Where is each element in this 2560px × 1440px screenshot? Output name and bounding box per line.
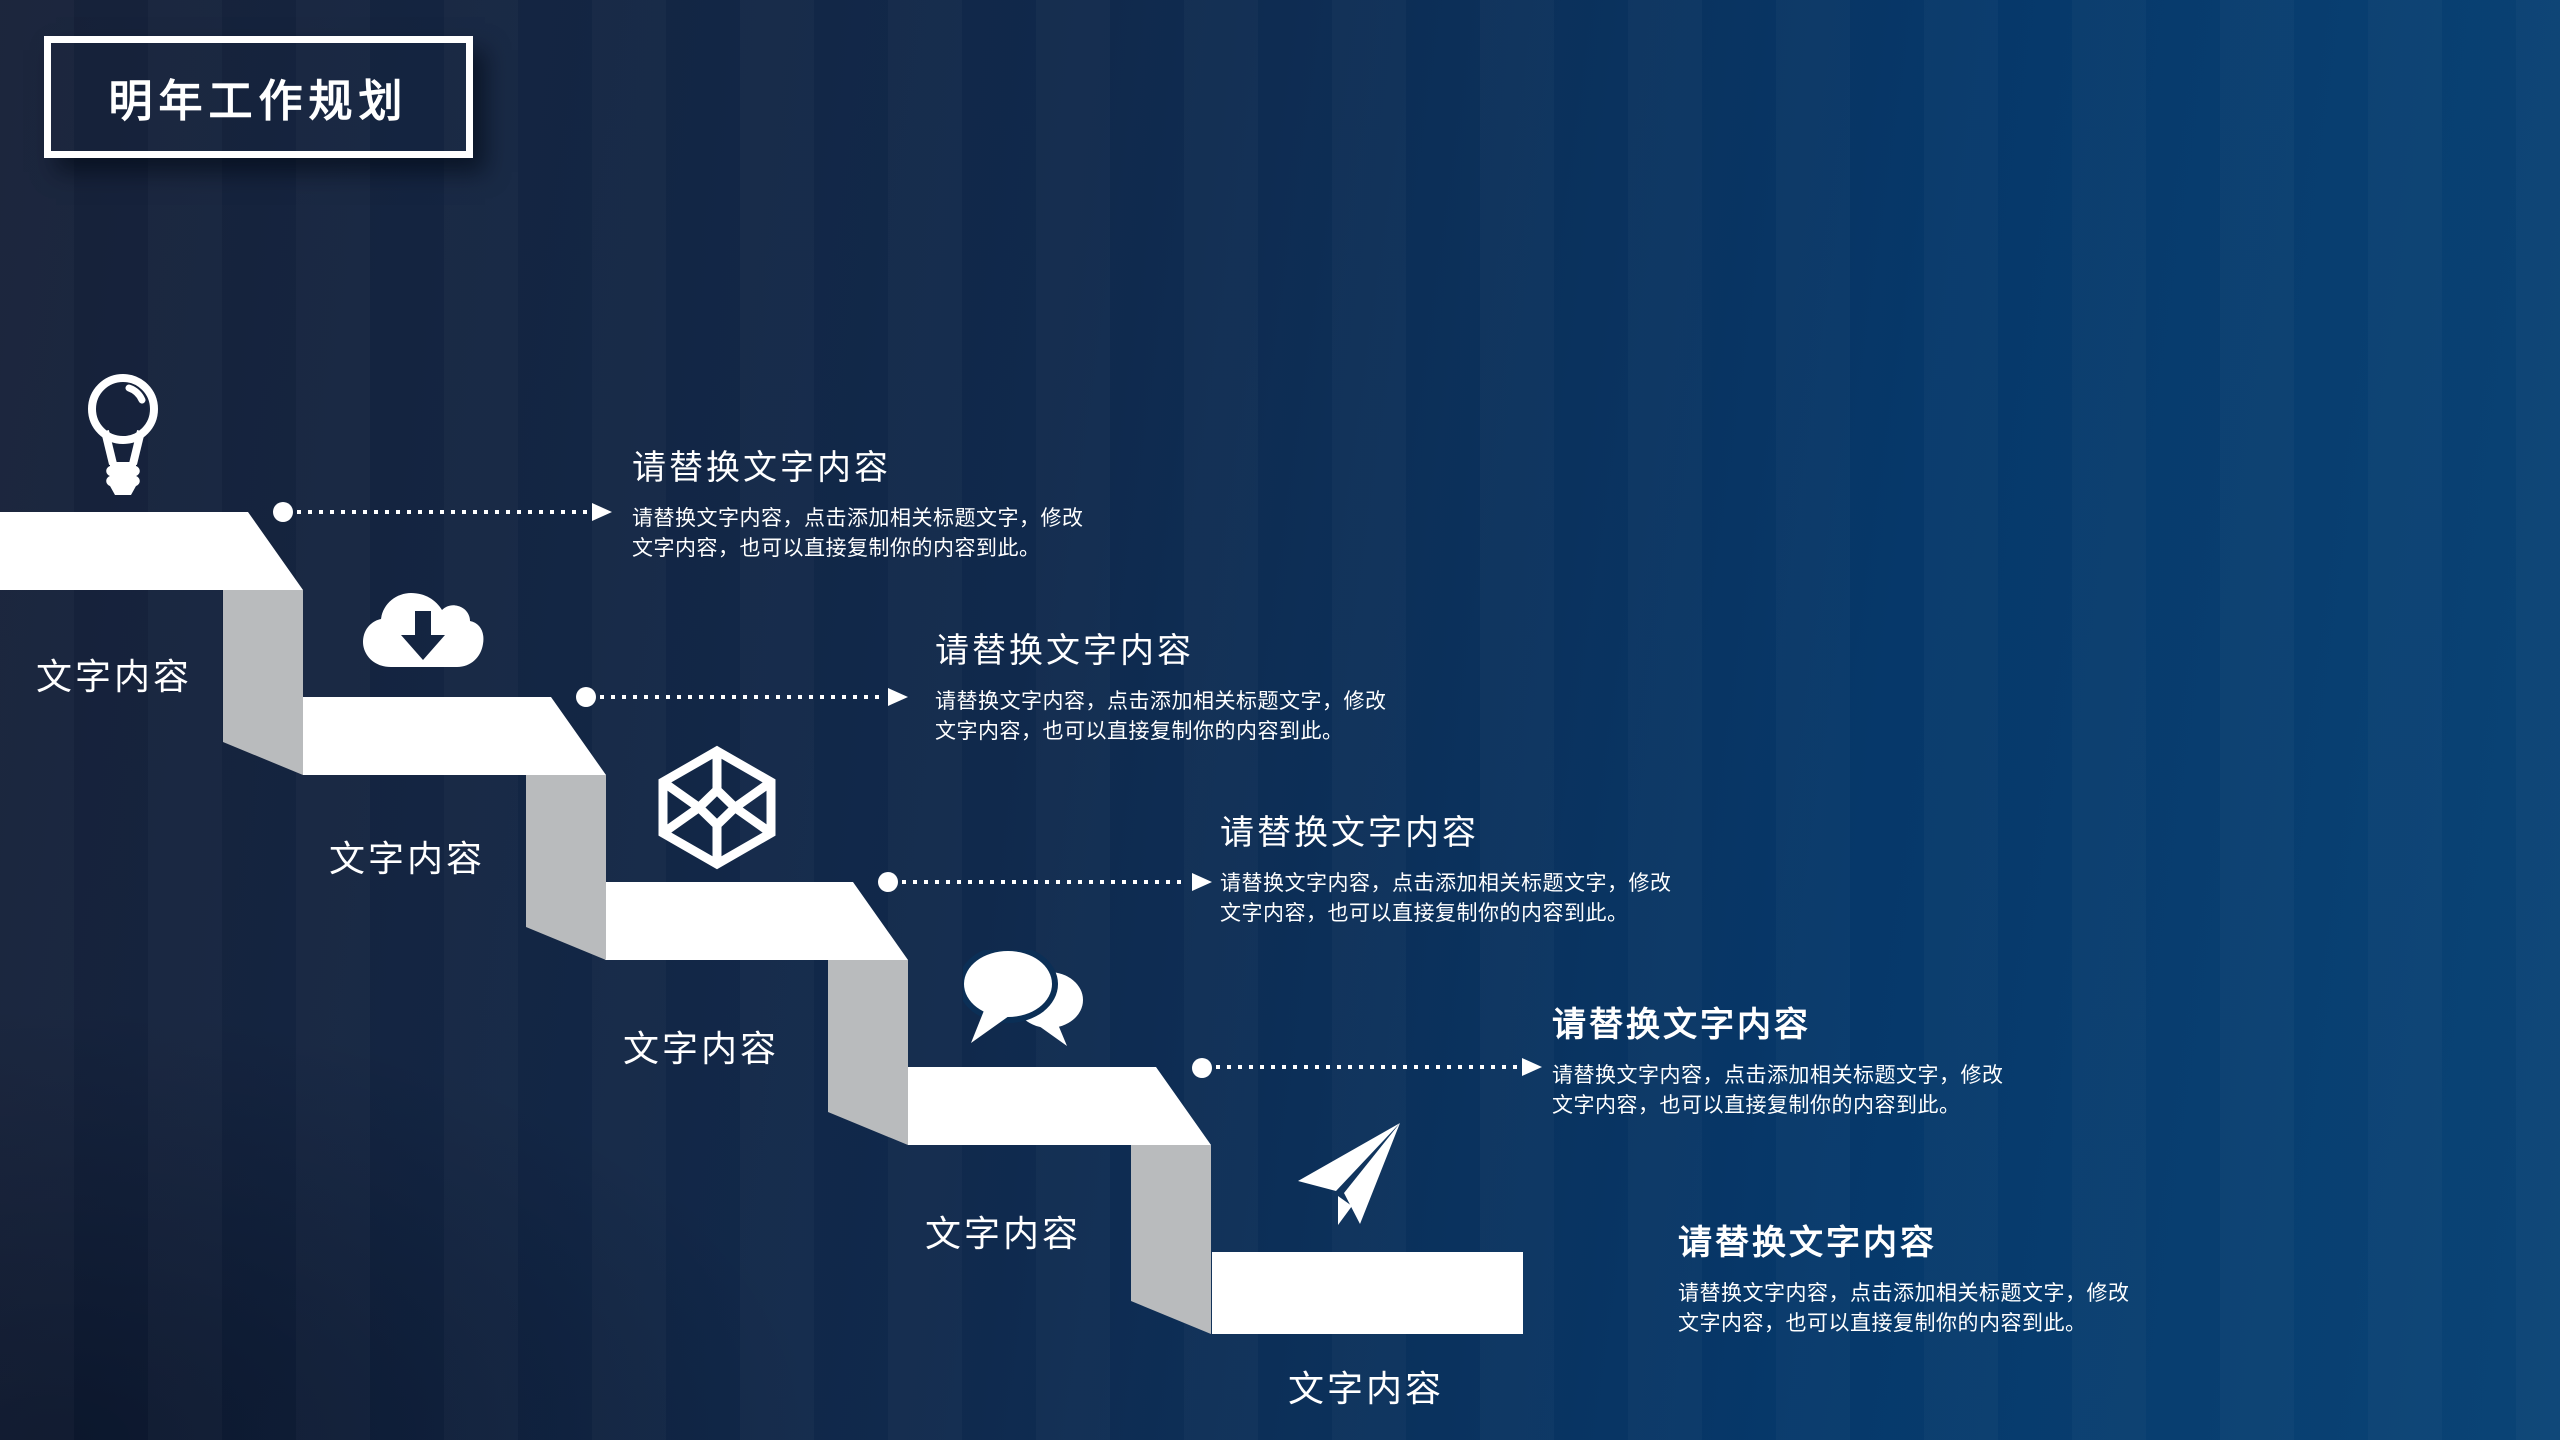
step-heading: 请替换文字内容 bbox=[1220, 814, 1479, 852]
step-description-line2: 文字内容，也可以直接复制你的内容到此。 bbox=[632, 537, 1041, 560]
step-text-block-1: 请替换文字内容 请替换文字内容，点击添加相关标题文字，修改 文字内容，也可以直接… bbox=[632, 448, 1084, 564]
dotted-arrow-line-1 bbox=[297, 510, 587, 514]
chat-bubbles-icon bbox=[958, 945, 1085, 1052]
step-label-1: 文字内容 bbox=[36, 656, 193, 697]
step-description-line2: 文字内容，也可以直接复制你的内容到此。 bbox=[1552, 1094, 1961, 1117]
step-description: 请替换文字内容，点击添加相关标题文字，修改 文字内容，也可以直接复制你的内容到此… bbox=[935, 687, 1387, 747]
cube-icon bbox=[655, 745, 780, 875]
paper-plane-icon bbox=[1298, 1121, 1404, 1234]
dotted-arrow-line-3 bbox=[902, 880, 1188, 884]
step-label-5: 文字内容 bbox=[1288, 1368, 1445, 1409]
step-description-line1: 请替换文字内容，点击添加相关标题文字，修改 bbox=[632, 507, 1084, 530]
step-riser-3 bbox=[828, 960, 908, 1145]
title-box: 明年工作规划 bbox=[44, 36, 473, 158]
step-description-line2: 文字内容，也可以直接复制你的内容到此。 bbox=[935, 720, 1344, 743]
arrow-head-icon-3 bbox=[1192, 873, 1212, 891]
arrow-head-icon-1 bbox=[592, 503, 612, 521]
page-title: 明年工作规划 bbox=[108, 77, 409, 126]
connector-dot-2 bbox=[576, 687, 596, 707]
step-riser-1 bbox=[223, 590, 303, 775]
arrow-head-icon-4 bbox=[1522, 1058, 1542, 1076]
step-riser-4 bbox=[1131, 1145, 1211, 1334]
step-text-block-4: 请替换文字内容 请替换文字内容，点击添加相关标题文字，修改 文字内容，也可以直接… bbox=[1552, 1005, 2004, 1121]
step-band-3 bbox=[605, 882, 908, 960]
step-description: 请替换文字内容，点击添加相关标题文字，修改 文字内容，也可以直接复制你的内容到此… bbox=[1220, 869, 1672, 929]
step-heading: 请替换文字内容 bbox=[935, 632, 1194, 670]
arrow-head-icon-2 bbox=[888, 688, 908, 706]
lightbulb-icon bbox=[83, 367, 163, 512]
step-label-3: 文字内容 bbox=[623, 1028, 780, 1069]
dotted-arrow-line-2 bbox=[600, 695, 886, 699]
connector-dot-1 bbox=[273, 502, 293, 522]
step-description: 请替换文字内容，点击添加相关标题文字，修改 文字内容，也可以直接复制你的内容到此… bbox=[1678, 1279, 2130, 1339]
connector-dot-4 bbox=[1192, 1058, 1212, 1078]
step-description: 请替换文字内容，点击添加相关标题文字，修改 文字内容，也可以直接复制你的内容到此… bbox=[1552, 1061, 2004, 1121]
connector-dot-3 bbox=[878, 872, 898, 892]
step-text-block-3: 请替换文字内容 请替换文字内容，点击添加相关标题文字，修改 文字内容，也可以直接… bbox=[1220, 813, 1672, 929]
step-heading: 请替换文字内容 bbox=[1678, 1224, 1937, 1262]
step-riser-2 bbox=[526, 775, 606, 960]
step-heading: 请替换文字内容 bbox=[1552, 1006, 1811, 1044]
step-label-2: 文字内容 bbox=[329, 838, 486, 879]
step-description-line2: 文字内容，也可以直接复制你的内容到此。 bbox=[1220, 902, 1629, 925]
step-text-block-2: 请替换文字内容 请替换文字内容，点击添加相关标题文字，修改 文字内容，也可以直接… bbox=[935, 631, 1387, 747]
step-description-line1: 请替换文字内容，点击添加相关标题文字，修改 bbox=[1678, 1282, 2130, 1305]
step-band-1 bbox=[0, 512, 303, 590]
step-band-2 bbox=[303, 697, 606, 775]
step-description-line1: 请替换文字内容，点击添加相关标题文字，修改 bbox=[1220, 872, 1672, 895]
step-heading: 请替换文字内容 bbox=[632, 449, 891, 487]
step-label-4: 文字内容 bbox=[925, 1213, 1082, 1254]
step-description-line1: 请替换文字内容，点击添加相关标题文字，修改 bbox=[935, 690, 1387, 713]
step-description-line2: 文字内容，也可以直接复制你的内容到此。 bbox=[1678, 1312, 2087, 1335]
step-description: 请替换文字内容，点击添加相关标题文字，修改 文字内容，也可以直接复制你的内容到此… bbox=[632, 504, 1084, 564]
step-text-block-5: 请替换文字内容 请替换文字内容，点击添加相关标题文字，修改 文字内容，也可以直接… bbox=[1678, 1223, 2130, 1339]
step-description-line1: 请替换文字内容，点击添加相关标题文字，修改 bbox=[1552, 1064, 2004, 1087]
step-band-5 bbox=[1212, 1252, 1523, 1334]
cloud-download-icon bbox=[359, 587, 487, 678]
step-band-4 bbox=[908, 1067, 1211, 1145]
dotted-arrow-line-4 bbox=[1216, 1065, 1518, 1069]
